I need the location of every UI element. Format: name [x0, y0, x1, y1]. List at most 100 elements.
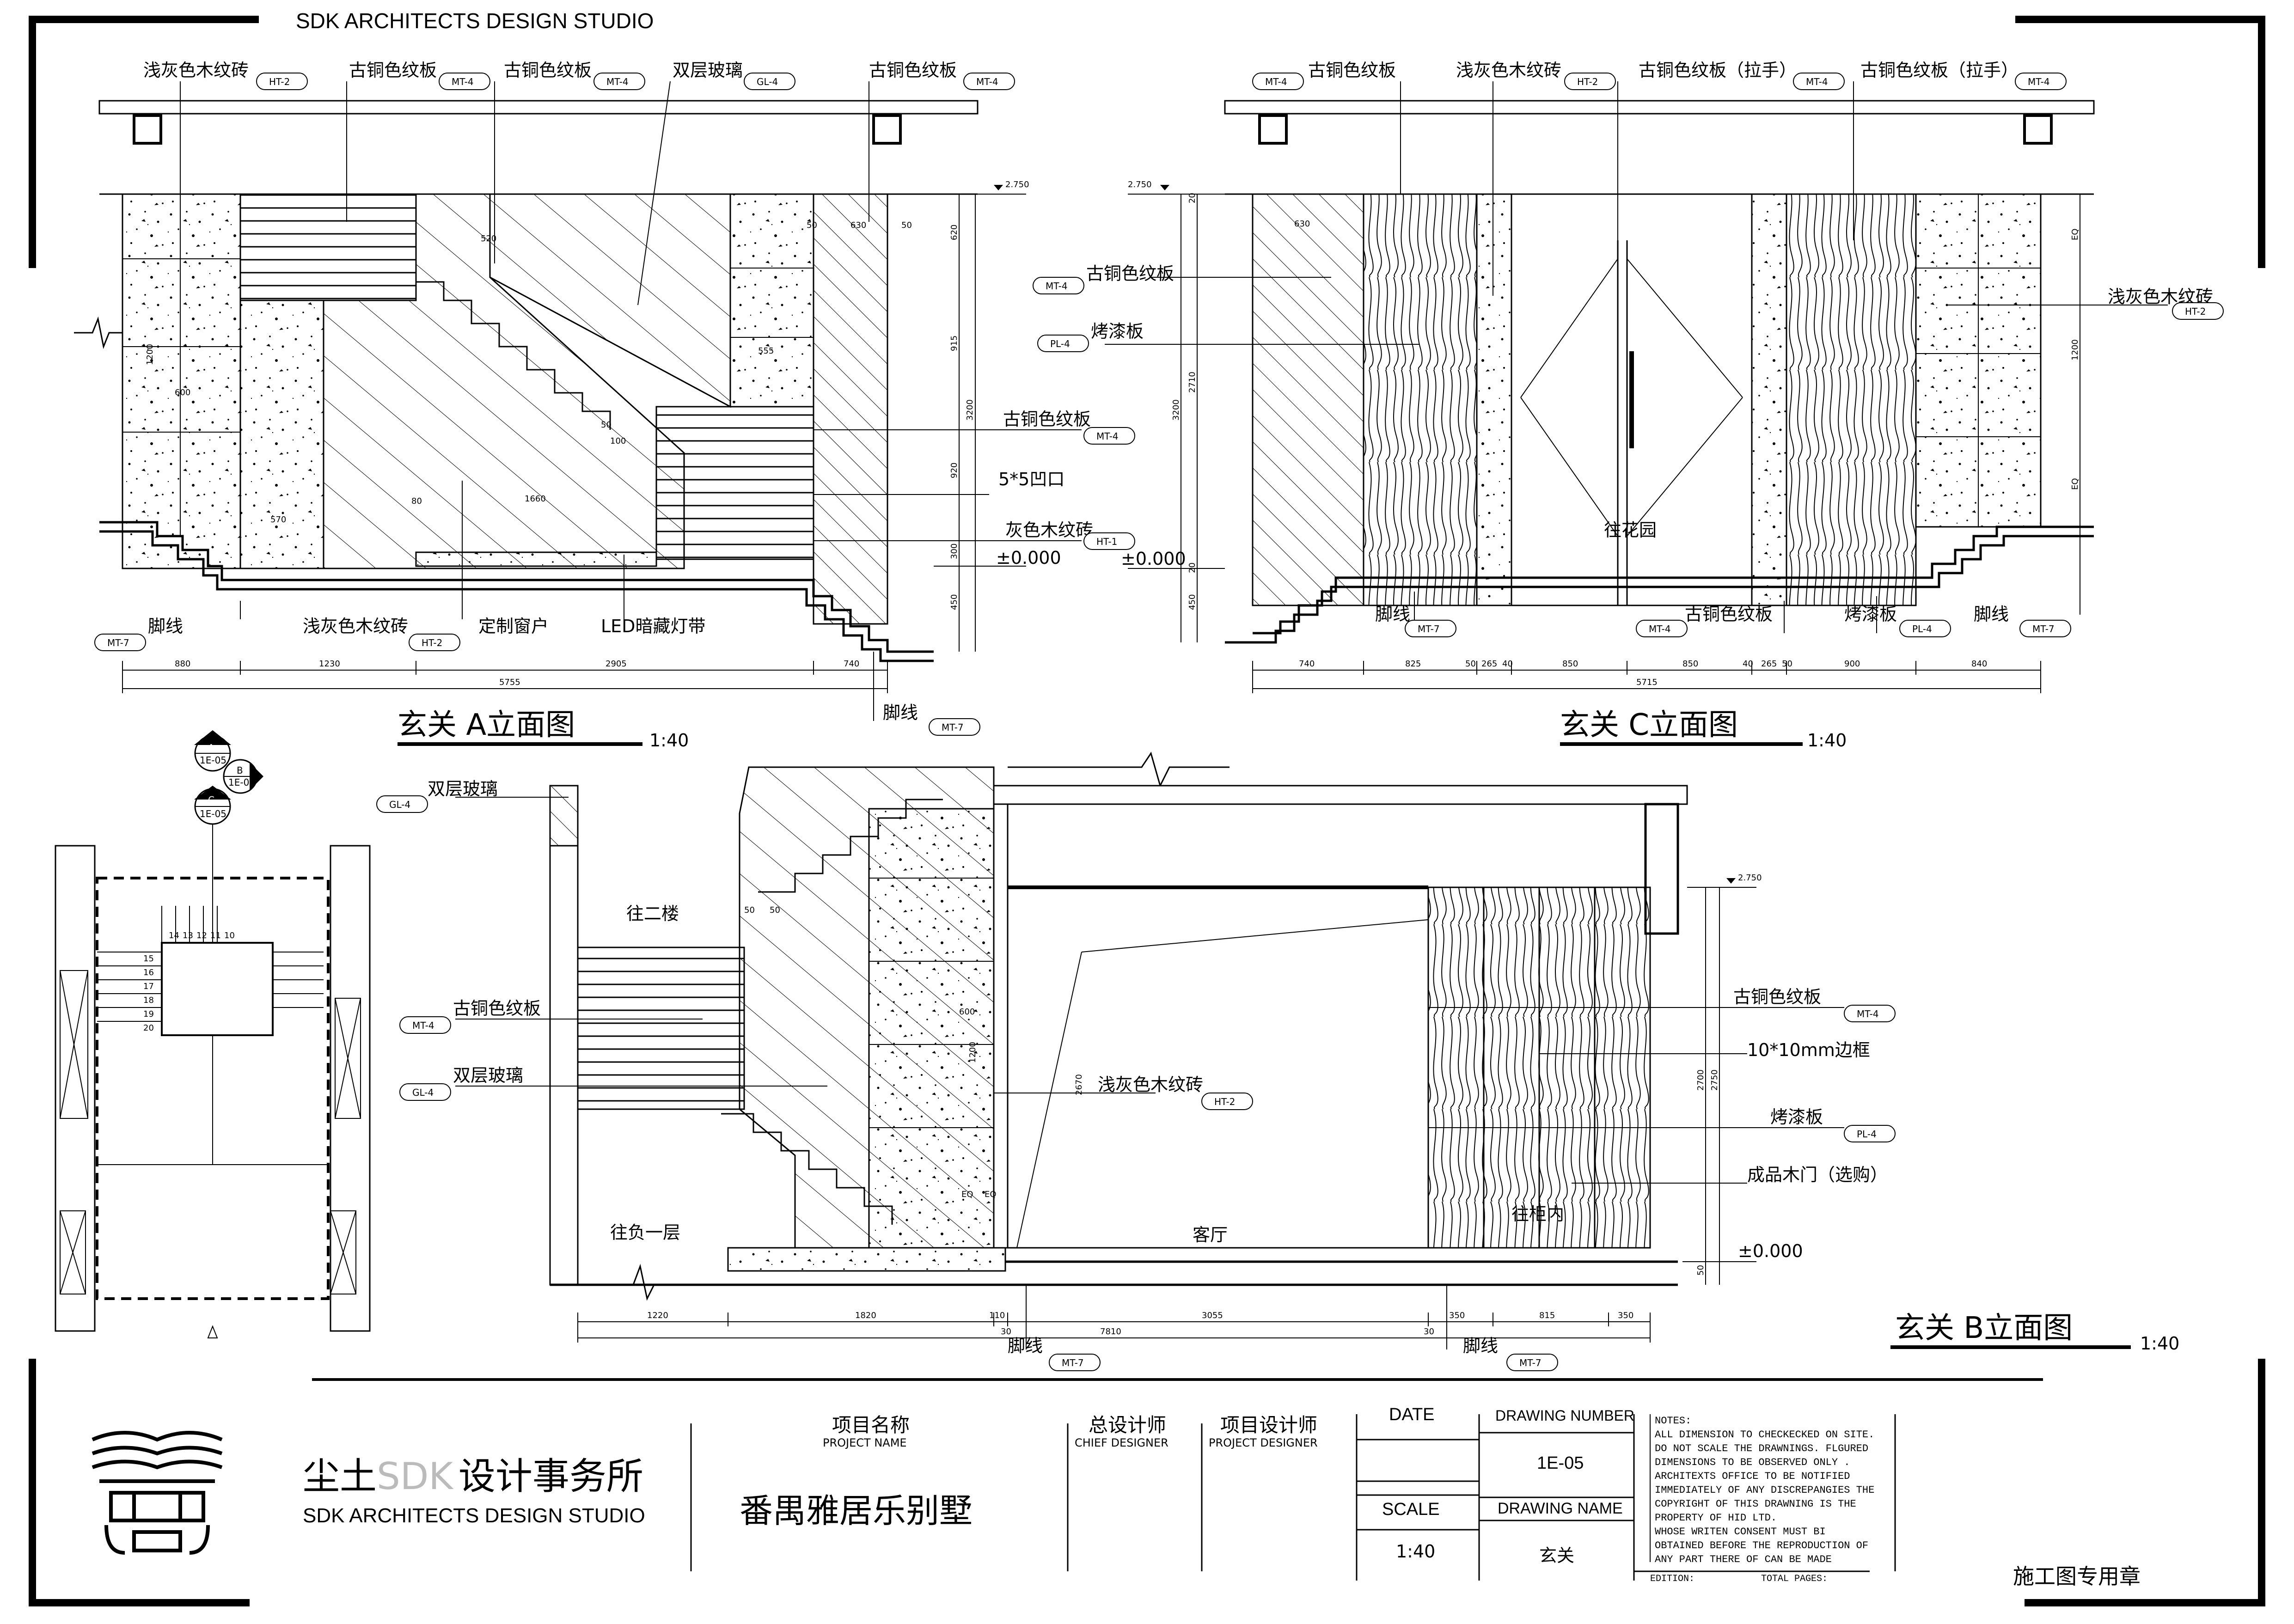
- elev-c-dim-b2: 50: [1465, 659, 1476, 669]
- elev-a-label-1: 浅灰色木纹砖: [143, 60, 249, 80]
- elev-a-tile-code: HT-2: [422, 637, 442, 648]
- project-name-en-label: PROJECT NAME: [823, 1436, 907, 1449]
- elevation-c: 20 2710 20 3200 450 EQ 1200 EQ 630 740 8…: [1033, 60, 2224, 751]
- elev-c-dim-2710: 2710: [1187, 372, 1197, 393]
- key-marker-a-letter: A: [208, 742, 214, 753]
- elev-a-dim-740: 740: [844, 659, 859, 669]
- studio-header: SDK ARCHITECTS DESIGN STUDIO: [296, 9, 654, 33]
- elev-c-skirting2-label: 脚线: [1974, 604, 2009, 624]
- elev-c-scale: 1:40: [1807, 730, 1847, 751]
- elev-c-skirting-code: MT-7: [1418, 623, 1440, 635]
- elev-a-dim-300: 300: [949, 543, 959, 559]
- elev-c-code-3: MT-4: [1806, 76, 1828, 87]
- elev-c-dim-3200: 3200: [1171, 399, 1181, 421]
- elev-b-right-label-2: 10*10mm边框: [1747, 1040, 1870, 1060]
- elev-c-label-1: 古铜色纹板: [1308, 60, 1396, 80]
- elev-b-center-code: HT-2: [1214, 1096, 1235, 1107]
- elev-a-dim-555: 555: [758, 346, 774, 356]
- elev-c-skirting2-code: MT-7: [2032, 623, 2055, 635]
- elev-a-code-1: HT-2: [269, 76, 290, 87]
- key-step-12: 12: [196, 931, 207, 940]
- date-label: DATE: [1389, 1405, 1435, 1424]
- elev-a-dim-50a: 50: [807, 220, 817, 230]
- firm-logo: [92, 1431, 223, 1555]
- elev-c-dim-450: 450: [1187, 594, 1197, 610]
- firm-name-en: SDK ARCHITECTS DESIGN STUDIO: [303, 1504, 645, 1527]
- key-step-13: 13: [183, 931, 193, 940]
- elev-b-left-code-3: GL-4: [412, 1087, 434, 1098]
- elev-a-level-top: 2.750: [1005, 180, 1029, 189]
- elev-a-label-2: 古铜色纹板: [349, 60, 437, 80]
- elev-a-dim-1660: 1660: [525, 494, 546, 504]
- elev-b-scale: 1:40: [2140, 1333, 2179, 1354]
- elev-c-dim-1200: 1200: [2070, 339, 2080, 360]
- elev-c-title: 玄关 C立面图: [1560, 708, 1738, 742]
- edition-label: EDITION:: [1650, 1574, 1695, 1584]
- key-step-19: 19: [143, 1009, 154, 1019]
- elevation-b: 2700 2750 50 50 50 600 1200 2670 EQ EQ 1…: [376, 751, 2179, 1371]
- elev-c-level-top: 2.750: [1128, 180, 1152, 189]
- elev-c-dim-630: 630: [1294, 219, 1310, 229]
- elev-a-code-3: MT-4: [606, 76, 629, 87]
- elev-a-dim-880: 880: [175, 659, 190, 669]
- elev-a-led-label: LED暗藏灯带: [601, 616, 705, 636]
- elev-c-dim-eq2: EQ: [2070, 478, 2080, 490]
- elev-b-dim-b7: 815: [1539, 1311, 1555, 1320]
- elev-c-left-code-2: PL-4: [1050, 338, 1070, 349]
- notes-title: NOTES:: [1655, 1415, 1692, 1427]
- elev-b-dim-b5: 30: [1424, 1327, 1434, 1337]
- elev-a-window-label: 定制窗户: [478, 616, 549, 636]
- drawing-number: 1E-05: [1537, 1453, 1584, 1473]
- elev-c-dim-b0: 740: [1299, 659, 1315, 669]
- elev-b-dim-b8: 350: [1618, 1311, 1633, 1320]
- elev-b-dim-50b: 50: [770, 905, 780, 915]
- elev-a-dim-100: 100: [610, 436, 626, 446]
- elev-a-dim-3200: 3200: [965, 399, 975, 421]
- key-step-10: 10: [224, 931, 235, 940]
- elev-c-left-label-1: 古铜色纹板: [1086, 263, 1174, 284]
- key-plan: A 1E-05 B 1E-05 C 1E-05: [55, 730, 371, 1338]
- elev-b-left-label-3: 双层玻璃: [453, 1065, 523, 1086]
- elev-c-dim-b7: 40: [1743, 659, 1753, 669]
- elev-b-room-cabinet: 往柜内: [1511, 1204, 1564, 1224]
- elev-b-dim-2750: 2750: [1710, 1069, 1719, 1091]
- elev-c-dim-b9: 50: [1782, 659, 1792, 669]
- elev-b-dim-b6: 350: [1449, 1311, 1465, 1320]
- note-line-1: ALL DIMENSION TO CHECKECKED ON SITE.: [1655, 1429, 1875, 1441]
- elev-a-level-floor: ±0.000: [996, 548, 1061, 568]
- elev-b-left-code-1: GL-4: [389, 799, 410, 810]
- elev-a-dim-600: 600: [175, 388, 190, 397]
- elev-a-dim-450: 450: [949, 594, 959, 610]
- elev-c-dim-b3: 265: [1481, 659, 1497, 669]
- elev-b-title: 玄关 B立面图: [1895, 1311, 2073, 1345]
- elev-c-dim-b8: 265: [1761, 659, 1777, 669]
- elev-c-dim-total: 5715: [1636, 678, 1658, 687]
- key-step-20: 20: [143, 1023, 154, 1033]
- elev-a-skirting-code: MT-7: [107, 637, 129, 648]
- elev-a-right-label-2: 5*5凹口: [998, 469, 1064, 489]
- elev-a-skirting2-label: 脚线: [883, 702, 918, 723]
- drawing-name: 玄关: [1539, 1545, 1575, 1566]
- elev-a-code-4: GL-4: [757, 76, 778, 87]
- elev-b-dim-1200: 1200: [968, 1042, 978, 1063]
- elev-a-dim-total: 5755: [499, 678, 520, 687]
- elev-c-paint-label: 烤漆板: [1844, 604, 1897, 624]
- elev-a-dim-915: 915: [949, 336, 959, 351]
- elev-a-dim-50c: 50: [601, 420, 612, 430]
- elev-c-dim-b6: 850: [1682, 659, 1698, 669]
- elev-a-right-label-1: 古铜色纹板: [1003, 409, 1091, 429]
- elevation-a: 520 630 50 50 1200 600 555 1660 100 570 …: [74, 60, 1135, 751]
- scale-label: SCALE: [1382, 1500, 1440, 1519]
- elev-c-dim-20b: 20: [1187, 562, 1197, 573]
- elev-b-dim-eq1: EQ: [961, 1190, 973, 1199]
- elev-a-label-3: 古铜色纹板: [504, 60, 592, 80]
- note-line-3: DIMENSIONS TO BE OBSERVED ONLY .: [1655, 1457, 1850, 1468]
- elev-c-code-4: MT-4: [2028, 76, 2050, 87]
- sheet-frame: [29, 16, 2265, 1606]
- note-line-2: DO NOT SCALE THE DRAWNINGS. FLGURED: [1655, 1443, 1869, 1454]
- elev-b-room-basement: 往负一层: [610, 1222, 680, 1243]
- elev-c-label-2: 浅灰色木纹砖: [1456, 60, 1561, 80]
- title-block-frame: [312, 1378, 2043, 1581]
